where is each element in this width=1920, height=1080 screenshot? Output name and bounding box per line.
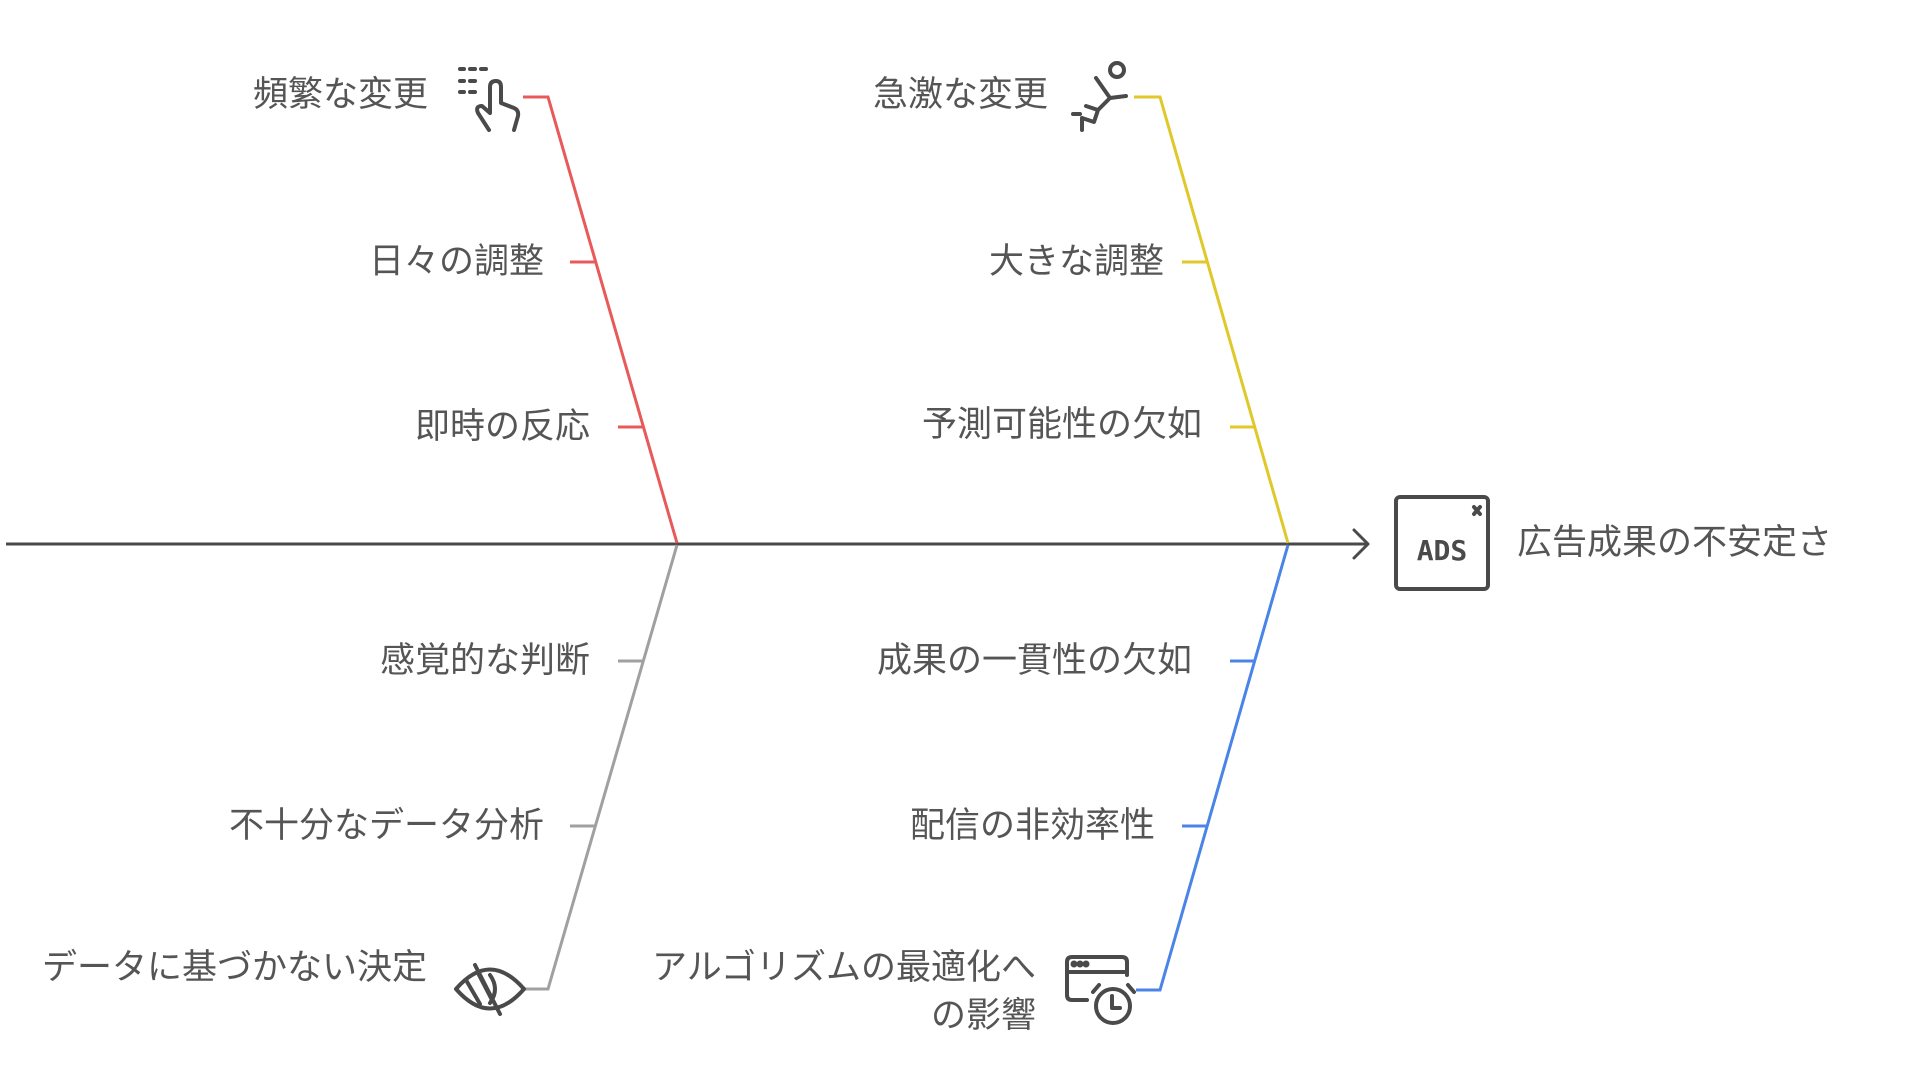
effect-label: 広告成果の不安定さ	[1517, 523, 1833, 563]
cause-label: 成果の一貫性の欠如	[876, 641, 1192, 681]
cause-label: データに基づかない決定	[41, 948, 427, 988]
tap-gesture-icon	[458, 67, 521, 132]
spine-arrowhead-icon	[1352, 528, 1370, 560]
cause-label: 頻繁な変更	[252, 75, 428, 115]
cause-label: 感覚的な判断	[379, 641, 590, 681]
cause-label: 予測可能性の欠如	[921, 405, 1202, 445]
cause-label: 急激な変更	[872, 75, 1048, 115]
cause-label: 日々の調整	[368, 242, 544, 282]
browser-alarm-icon	[1065, 955, 1136, 1025]
eye-off-icon	[454, 963, 526, 1016]
spine	[6, 528, 1370, 560]
branch-bottom-left	[525, 544, 679, 991]
cause-label: 即時の反応	[414, 407, 590, 447]
falling-person-icon	[1071, 61, 1128, 132]
branch-top-left	[523, 95, 679, 544]
cause-label: 不十分なデータ分析	[228, 806, 544, 846]
cause-label: アルゴリズムの最適化への影響	[652, 948, 1036, 1036]
ads-blocked-icon: ADS	[1394, 495, 1490, 591]
svg-text:ADS: ADS	[1417, 534, 1468, 567]
cause-label: 大きな調整	[988, 242, 1164, 282]
branch-top-right	[1134, 95, 1290, 544]
branch-bottom-right	[1136, 544, 1290, 992]
cause-label: 配信の非効率性	[909, 806, 1155, 846]
